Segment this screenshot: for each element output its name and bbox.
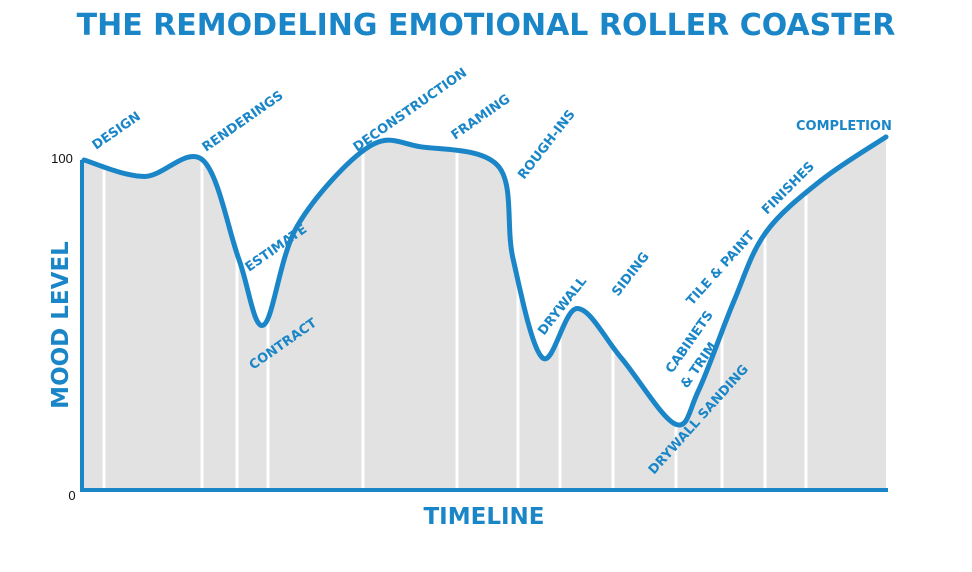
y-tick-label-0: 0: [68, 488, 75, 503]
label-siding: SIDING: [609, 250, 652, 300]
mood-area-fill: [84, 136, 886, 490]
chart-title: THE REMODELING EMOTIONAL ROLLER COASTER: [77, 8, 896, 43]
label-design: DESIGN: [90, 109, 144, 153]
label-completion: COMPLETION: [796, 119, 892, 134]
mood-line: [81, 134, 889, 428]
label-framing: FRAMING: [449, 92, 514, 143]
label-renderings: RENDERINGS: [200, 88, 287, 155]
label-rough-ins: ROUGH-INS: [515, 107, 578, 182]
stage-separators: [102, 153, 808, 488]
label-deconstruction: DECONSTRUCTION: [351, 65, 470, 155]
y-axis-label: MOOD LEVEL: [48, 241, 74, 409]
plot-area: [81, 134, 889, 490]
y-tick-label-100: 100: [51, 151, 73, 166]
x-axis-label: TIMELINE: [423, 504, 544, 530]
